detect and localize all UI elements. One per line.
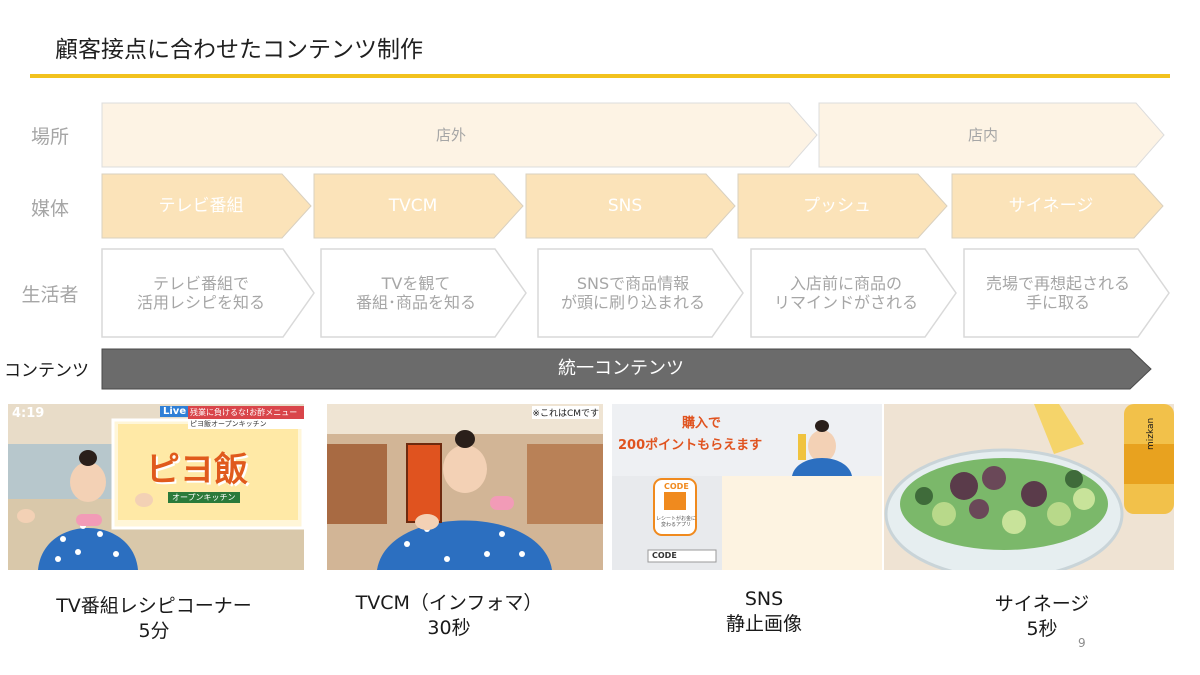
- media-label-tv-program: テレビ番組: [158, 195, 244, 216]
- caption-sns-line1: SNS: [744, 588, 784, 610]
- caption-sns-line2: 静止画像: [725, 612, 802, 635]
- consumer-text-3-line1: SNSで商品情報: [576, 273, 690, 293]
- photo-sns: 購入で 200ポイントもらえます CODE レシートがお金に変わるアプリ COD…: [612, 404, 882, 570]
- page-number: 9: [1078, 636, 1086, 650]
- media-label-push: プッシュ: [803, 195, 871, 216]
- media-chevron-tv-program: [101, 173, 312, 239]
- consumer-text-1-line1: テレビ番組で: [152, 273, 249, 293]
- sns-code-bar: CODE: [652, 551, 677, 560]
- photo-signage: mizkan: [884, 404, 1174, 570]
- photo-tv-program: 4:19 Live 残業に負けるな!お酢メニュー ピヨ飯オープンキッチン ピヨ飯…: [8, 404, 304, 570]
- row-label-content: コンテンツ: [4, 361, 89, 381]
- consumer-text-1-line2: 活用レシピを知る: [136, 293, 265, 312]
- caption-signage-line2: 5秒: [1026, 617, 1058, 640]
- caption-tv-program-line1: TV番組レシピコーナー: [56, 595, 252, 617]
- tv-live-badge: Live: [160, 406, 190, 417]
- media-chevron-push: [737, 173, 948, 239]
- media-label-signage: サイネージ: [1008, 195, 1094, 216]
- consumer-text-3: SNSで商品情報 が頭に刷り込まれる: [537, 248, 729, 338]
- consumer-text-1: テレビ番組で 活用レシピを知る: [101, 248, 301, 338]
- photo-tvcm-art: [327, 404, 603, 570]
- place-outside-label: 店外: [435, 126, 466, 144]
- bottle-label: mizkan: [1146, 417, 1156, 450]
- place-inside-chevron: [818, 102, 1165, 168]
- consumer-text-4-line1: 入店前に商品の: [789, 273, 902, 293]
- photo-signage-art: [884, 404, 1174, 570]
- media-label-tvcm: TVCM: [388, 195, 438, 216]
- caption-sns: SNS 静止画像: [690, 587, 838, 636]
- caption-tv-program-line2: 5分: [138, 619, 170, 642]
- title-divider: [30, 74, 1170, 78]
- photo-sns-art: [612, 404, 882, 570]
- row-label-place: 場所: [30, 126, 69, 148]
- place-outside-chevron: [101, 102, 818, 168]
- caption-tvcm: TVCM（インフォマ） 30秒: [330, 591, 568, 640]
- tv-logo-sub: オープンキッチン: [168, 492, 240, 503]
- sns-headline-1: 購入で: [682, 416, 722, 431]
- consumer-chevron-3: [537, 248, 744, 338]
- caption-signage: サイネージ 5秒: [968, 592, 1116, 641]
- consumer-text-2-line2: 番組･商品を知る: [355, 293, 476, 312]
- caption-tvcm-line2: 30秒: [427, 616, 471, 639]
- caption-tv-program: TV番組レシピコーナー 5分: [28, 594, 280, 643]
- consumer-text-5: 売場で再想起される 手に取る: [963, 248, 1153, 338]
- caption-signage-line1: サイネージ: [994, 593, 1090, 615]
- tv-corner-text: ピヨ飯オープンキッチン: [188, 419, 304, 429]
- consumer-chevron-1: [101, 248, 315, 338]
- cm-note: ※これはCMです: [532, 406, 599, 419]
- tv-logo-text: ピヨ飯: [146, 450, 248, 490]
- media-chevron-tvcm: [313, 173, 524, 239]
- consumer-text-5-line2: 手に取る: [1025, 293, 1090, 312]
- consumer-text-4: 入店前に商品の リマインドがされる: [750, 248, 942, 338]
- sns-app-title: CODE: [664, 482, 689, 491]
- tv-time-readout: 4:19: [12, 406, 45, 421]
- content-arrow-label: 統一コンテンツ: [558, 358, 684, 380]
- caption-tvcm-line1: TVCM（インフォマ）: [355, 592, 543, 614]
- media-chevron-signage: [951, 173, 1164, 239]
- photo-tvcm: ※これはCMです: [327, 404, 603, 570]
- sns-app-text: レシートがお金に変わるアプリ: [656, 516, 697, 528]
- consumer-chevron-4: [750, 248, 957, 338]
- consumer-chevron-5: [963, 248, 1170, 338]
- media-label-sns: SNS: [607, 195, 643, 216]
- row-label-consumer: 生活者: [21, 284, 79, 306]
- sns-headline-2: 200ポイントもらえます: [618, 438, 763, 453]
- row-label-media: 媒体: [30, 198, 69, 220]
- page-title: 顧客接点に合わせたコンテンツ制作: [55, 37, 423, 63]
- consumer-text-3-line2: が頭に刷り込まれる: [560, 293, 705, 312]
- consumer-text-5-line1: 売場で再想起される: [985, 273, 1130, 293]
- consumer-text-2-line1: TVを観て: [381, 273, 451, 293]
- content-arrow: [101, 348, 1152, 390]
- consumer-chevron-2: [320, 248, 527, 338]
- tv-banner-text: 残業に負けるな!お酢メニュー: [188, 406, 304, 419]
- consumer-text-2: TVを観て 番組･商品を知る: [320, 248, 512, 338]
- place-inside-label: 店内: [967, 126, 998, 144]
- photo-tv-program-art: [8, 404, 304, 570]
- consumer-text-4-line2: リマインドがされる: [773, 293, 918, 312]
- media-chevron-sns: [525, 173, 736, 239]
